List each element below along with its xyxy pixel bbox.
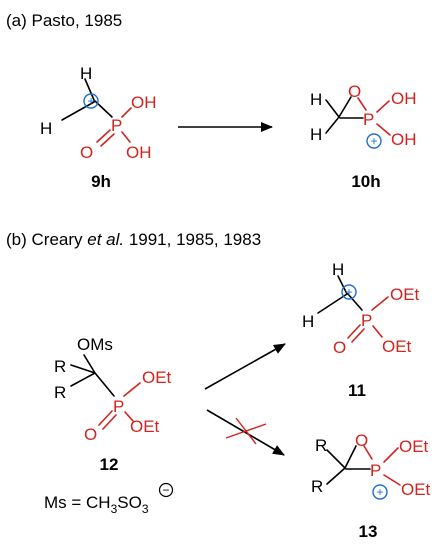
bond-c-o [338,96,352,118]
bond-p-oet-bottom [124,411,134,422]
bond-c-h-left [317,293,348,314]
atom-p: P [363,110,374,129]
carbocation-charge-icon [83,93,99,109]
compound-10h-number: 10h [351,172,380,191]
charge-plus: + [87,94,94,108]
bond-p-o-double-2 [100,133,115,147]
bond-c-r-bottom [326,467,346,485]
bond-p-oh-top [376,100,390,113]
bond-c-p [347,293,363,311]
atom-oet-top: OEt [390,285,420,304]
bond-c-h-top [84,78,95,101]
atom-oet-bottom: OEt [130,417,160,436]
carbocation-charge-icon [341,284,357,300]
compound-12: OMs R R P OEt O OEt [54,335,172,444]
part-b-label: (b) Creary et al. 1991, 1985, 1983 [6,230,261,249]
part-b-label-italic: et al. [87,230,124,249]
atom-oh-bottom: OH [126,143,152,162]
bond-c-h-bottom [325,116,340,134]
reaction-arrow-b-to-11 [204,343,286,390]
part-a-label: (a) Pasto, 1985 [6,11,122,30]
atom-o: O [333,338,346,357]
atom-h-bottom: H [310,125,322,144]
compound-12-number: 12 [100,455,119,474]
atom-h-left: H [40,119,52,138]
bond-p-oet-top [371,296,389,311]
ms-sub-1: 3 [111,502,118,516]
atom-oh-bottom: OH [391,130,417,149]
atom-p: P [113,397,124,416]
ms-sub-2: 3 [142,502,149,516]
bond-p-oet-bottom [383,474,401,486]
atom-p: P [370,461,381,480]
phosphonium-charge-icon [372,484,388,500]
bond-o-p [363,445,373,460]
bond-p-o-double-2 [351,328,365,343]
mesylate-charge-icon [158,482,174,498]
bond-p-o-double-2 [102,414,117,430]
atom-oh-top: OH [131,93,157,112]
bond-c-r-bottom [70,372,96,387]
atom-h-top: H [310,90,322,109]
blocked-pathway-cross-icon [225,417,267,445]
bond-p-oet-top [123,382,141,397]
bond-c-h-left [61,101,95,121]
atom-o: O [80,143,93,162]
phosphonium-charge-icon [366,133,382,149]
atom-h-left: H [302,312,314,331]
bond-p-o-double-1 [98,410,113,426]
atom-r-top: R [315,436,327,455]
atom-o-ring: O [348,82,361,101]
charge-plus: + [376,485,383,499]
compound-11-number: 11 [348,381,366,400]
bond-p-oh-top [121,107,132,118]
atom-r-bottom: R [54,383,66,402]
atom-p: P [361,311,372,330]
charge-plus: + [370,134,377,148]
atom-oh-top: OH [391,89,417,108]
compound-13: R R O P OEt OEt + [311,431,431,500]
atom-r-top: R [54,357,66,376]
compound-11: H H P OEt O OEt + [302,260,420,357]
bond-p-oet-bottom [372,325,383,338]
bond-c-h-top [337,275,348,295]
compound-9h-number: 9h [91,172,111,191]
bond-p-o-double-1 [347,324,361,339]
charge-plus: + [345,285,352,299]
atom-oms: OMs [77,335,113,354]
bond-p-oh-bottom [121,131,131,143]
ms-definition-text: Ms = CH3SO3 [44,493,149,516]
bond-c-o [344,445,357,469]
reaction-arrow-b-to-13 [206,409,285,456]
bond-c-h-top [325,99,340,118]
bond-c-p [94,372,115,397]
compound-9h: H H P OH O OH + [40,64,157,162]
ms-charge-minus: − [162,483,169,497]
ms-definition: Ms = CH3SO3 − [44,482,174,516]
bond-p-oh-bottom [376,123,391,136]
compound-10h: H H O P OH OH + [310,82,417,149]
atom-oet-top: OEt [142,368,172,387]
bond-c-oms [83,354,96,374]
part-b-label-suffix: 1991, 1985, 1983 [124,230,261,249]
atom-oet-bottom: OEt [382,337,412,356]
bond-o-p [357,97,367,111]
ms-mid: SO [117,493,142,512]
part-b-label-prefix: (b) Creary [6,230,87,249]
atom-r-bottom: R [311,477,323,496]
bond-c-r-top [70,364,96,374]
atom-o: O [84,425,97,444]
bond-c-r-top [326,449,346,469]
bond-p-oet-top [383,447,399,463]
atom-h-top: H [80,64,92,83]
compound-13-number: 13 [359,522,378,541]
atom-oet-bottom: OEt [401,480,431,499]
ms-prefix: Ms = CH [44,493,111,512]
atom-h-top: H [332,260,344,279]
atom-o-ring: O [355,431,368,450]
bond-p-o-double-1 [96,129,111,143]
atom-oet-top: OEt [399,437,429,456]
atom-p: P [111,116,122,135]
